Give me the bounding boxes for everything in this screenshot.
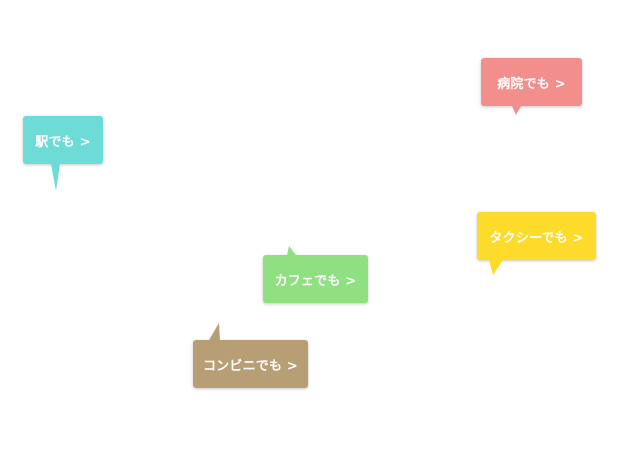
speech-tail-icon — [51, 164, 60, 191]
speech-tail-icon — [489, 260, 503, 275]
cafe-link-label: カフェでも > — [274, 273, 357, 289]
cafe-link-bubble[interactable]: カフェでも > — [263, 246, 368, 303]
convenience-store-link-bubble[interactable]: コンビニでも > — [193, 323, 308, 388]
station-link-bubble[interactable]: 駅でも > — [23, 116, 103, 191]
speech-tail-icon — [209, 323, 220, 340]
convenience-store-link-label: コンビニでも > — [202, 358, 299, 374]
hospital-link-bubble[interactable]: 病院でも > — [481, 58, 582, 115]
speech-tail-icon — [287, 246, 296, 255]
station-link-label: 駅でも > — [35, 134, 91, 150]
speech-tail-icon — [512, 106, 521, 115]
hospital-link-label: 病院でも > — [497, 76, 566, 92]
taxi-link-bubble[interactable]: タクシーでも > — [477, 212, 596, 275]
taxi-link-label: タクシーでも > — [489, 230, 584, 246]
